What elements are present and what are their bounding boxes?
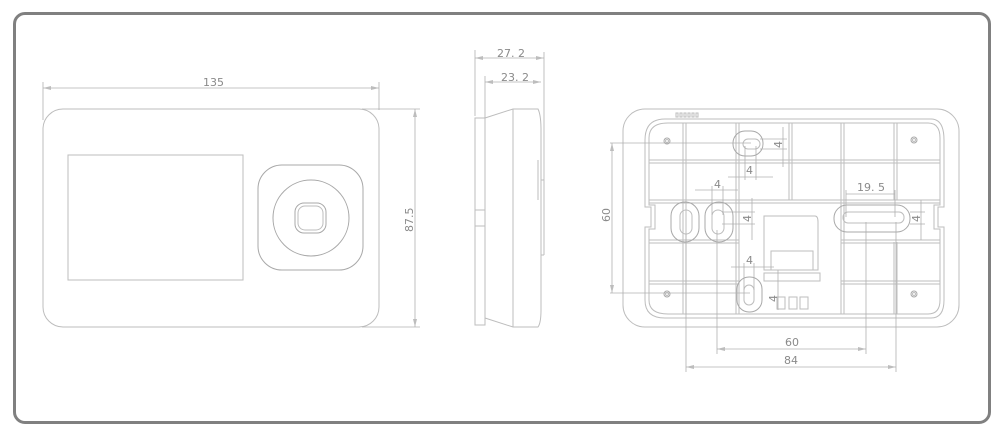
- front-width-label: 135: [203, 76, 224, 89]
- back-horizontal-outer-label: 84: [784, 354, 798, 367]
- front-housing-outline: [42, 108, 380, 328]
- side-overall-depth-label: 27. 2: [497, 47, 525, 60]
- back-inner-outline: [644, 118, 945, 319]
- side-body-depth-label: 23. 2: [501, 71, 529, 84]
- mounting-slots: [670, 130, 911, 313]
- back-horizontal-inner-label: 60: [785, 336, 799, 349]
- back-outer-outline: [622, 108, 960, 328]
- top-slot-height-label: 4: [772, 141, 785, 148]
- side-body: [484, 108, 542, 328]
- screen-outline: [67, 154, 244, 281]
- center-button-inner: [297, 205, 324, 231]
- side-view: 27. 2 23. 2: [474, 47, 545, 328]
- button-bezel: [257, 164, 364, 271]
- bottom-slot-width-label: 4: [746, 254, 753, 267]
- top-slot-width-label: 4: [746, 164, 753, 177]
- bottom-slot-height-label: 4: [767, 295, 780, 302]
- front-height-label: 87.5: [403, 208, 416, 233]
- left-slot-width-label: 4: [714, 178, 721, 191]
- vent-slots: [675, 112, 699, 118]
- front-view: 135 87.5: [42, 76, 420, 328]
- screw-holes: [663, 136, 918, 298]
- terminal-block: [763, 215, 821, 310]
- back-vertical-spacing-label: 60: [600, 208, 613, 222]
- dial-ring: [272, 179, 350, 257]
- drawing-frame: [13, 12, 991, 424]
- left-slot-height-label: 4: [741, 215, 754, 222]
- wall-plate: [474, 117, 486, 326]
- center-button-outer: [294, 202, 327, 234]
- right-slot-length-label: 19. 5: [857, 181, 885, 194]
- right-slot-height-label: 4: [910, 215, 923, 222]
- back-view: 60 4 4 4 4 4 4 19. 5: [600, 108, 960, 372]
